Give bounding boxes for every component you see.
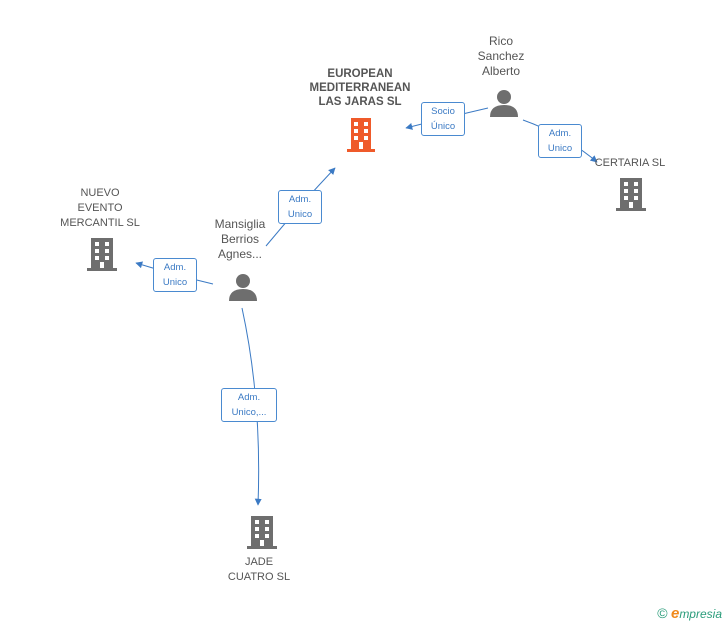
node-label-nuevo[interactable]: NUEVO EVENTO MERCANTIL SL xyxy=(60,187,140,229)
person-icon-rico[interactable] xyxy=(490,90,518,117)
building-icon-nuevo[interactable] xyxy=(87,238,117,271)
brand-initial: e xyxy=(670,605,680,622)
brand-name: mpresia xyxy=(679,607,722,621)
node-label-mansiglia[interactable]: Mansiglia Berrios Agnes... xyxy=(214,217,266,261)
person-icon-mansiglia[interactable] xyxy=(229,274,257,301)
edge-label-mansiglia-nuevo[interactable]: Adm. Unico xyxy=(153,258,197,292)
node-label-jade[interactable]: JADE CUATRO SL xyxy=(227,556,291,583)
edge-label-mansiglia-jade[interactable]: Adm. Unico,... xyxy=(221,388,277,422)
edge-label-mansiglia-european[interactable]: Adm. Unico xyxy=(278,190,322,224)
empresia-footer: © empresia xyxy=(657,605,722,622)
building-icon-jade[interactable] xyxy=(247,516,277,549)
building-icon-european[interactable] xyxy=(345,118,377,152)
node-label-rico[interactable]: Rico Sanchez Alberto xyxy=(477,34,525,78)
edge-label-rico-european[interactable]: Socio Único xyxy=(421,102,465,136)
node-label-european[interactable]: EUROPEAN MEDITERRANEAN LAS JARAS SL xyxy=(309,68,411,108)
copyright-symbol: © xyxy=(657,605,668,621)
building-icon-certaria[interactable] xyxy=(616,178,646,211)
node-label-certaria[interactable]: CERTARIA SL xyxy=(594,157,666,169)
edge-label-rico-certaria[interactable]: Adm. Unico xyxy=(538,124,582,158)
